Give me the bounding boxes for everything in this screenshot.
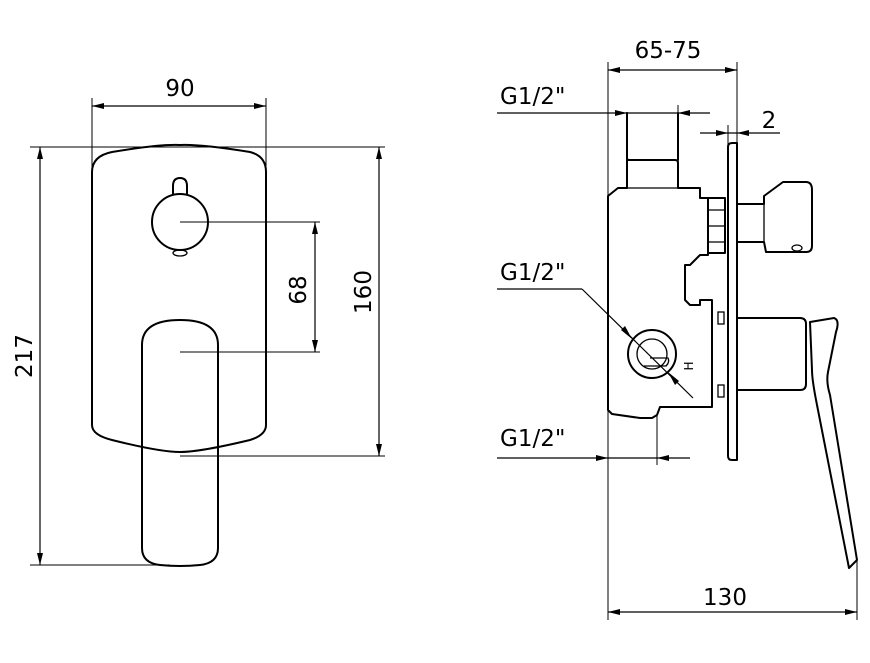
plate-height-arrow-bottom [376,444,382,456]
middle-inlet-label: G1/2" [500,260,565,286]
total-depth-arrow-left [608,609,620,615]
total-depth-arrow-right [845,609,857,615]
lever-arm-profile [809,317,858,569]
top-inlet-label: G1/2" [500,84,565,110]
middle-inlet-detail [644,357,670,367]
overall-height-arrow-top [37,147,43,159]
plate-height-label: 160 [351,270,377,314]
hot-mark: H [682,361,696,370]
thickness-arrow-left [716,130,728,136]
diverter-knob-base [172,249,188,257]
diverter-knob-profile [736,181,813,253]
cover-plate-outline [91,143,267,453]
cover-plate-profile [727,142,738,461]
width-label: 90 [165,76,194,102]
width-arrow-right [254,103,266,109]
bottom-outlet-arrow-right [657,455,669,461]
overall-height-label: 217 [12,334,38,378]
plate-thickness-label: 2 [762,108,777,134]
screw-upper [717,311,725,325]
bottom-outlet-label: G1/2" [500,426,565,452]
spacing-arrow-top [312,222,318,234]
spacing-arrow-bottom [312,340,318,352]
plate-height-arrow-top [376,147,382,159]
depth-range-arrow-left [608,67,620,73]
thickness-arrow-right [737,130,749,136]
top-inlet-arrow-right [678,110,690,116]
middle-inlet-arrow-lower [668,372,679,385]
lever-profile [736,317,807,391]
spacing-label: 68 [286,275,312,304]
bottom-outlet-arrow-left [596,455,608,461]
screw-lower [717,384,725,398]
side-view: H 65-75 G1/2" 2 G1/2" G1/2" [497,38,858,620]
overall-height-arrow-bottom [37,553,43,565]
depth-range-arrow-right [725,67,737,73]
middle-inlet-arrow-upper [621,326,632,339]
total-depth-label: 130 [703,585,747,611]
width-arrow-left [92,103,104,109]
diverter-knob-tip [791,244,803,252]
lever-handle-outline [141,319,219,567]
diverter-knob-pointer [172,177,188,195]
valve-body-outline [607,112,713,419]
depth-range-label: 65-75 [635,38,702,64]
middle-inlet-outer [627,329,677,379]
middle-inlet-inner [636,338,668,370]
front-view: 90 217 160 68 [12,76,385,567]
top-inlet-arrow-left [615,110,627,116]
